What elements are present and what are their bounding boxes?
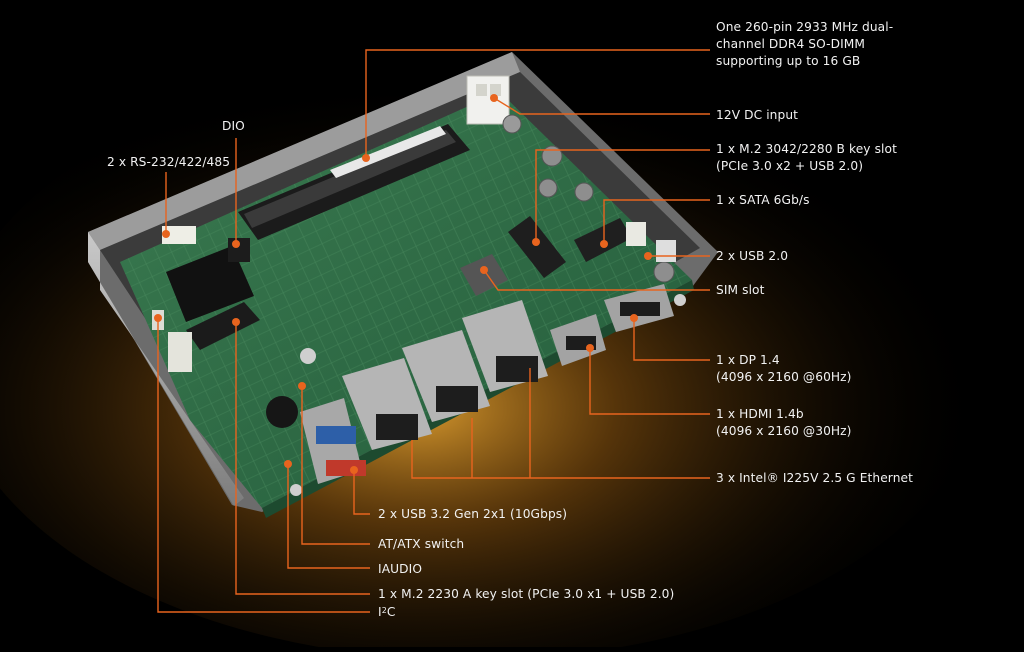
label-rs232: 2 x RS-232/422/485 bbox=[107, 155, 231, 169]
buzzer bbox=[266, 396, 298, 428]
leader-lines bbox=[157, 49, 710, 613]
label-dc-input: 12V DC input bbox=[716, 108, 799, 122]
label-atx-switch: AT/ATX switch bbox=[378, 537, 465, 551]
label-dimm: One 260-pin 2933 MHz dual- channel DDR4 … bbox=[716, 20, 894, 68]
label-i2c: I2C bbox=[378, 605, 396, 619]
dp-port bbox=[604, 284, 674, 332]
label-hdmi: 1 x HDMI 1.4b (4096 x 2160 @30Hz) bbox=[716, 407, 852, 438]
ethernet-ports bbox=[342, 300, 548, 450]
leader-dots bbox=[154, 94, 652, 474]
m2-b-key-slot bbox=[508, 216, 566, 278]
rs232-header bbox=[162, 226, 196, 244]
sodimm-slot bbox=[238, 124, 470, 240]
m2-a-key-slot bbox=[186, 302, 260, 350]
sata-connector bbox=[574, 218, 646, 262]
label-dp: 1 x DP 1.4 (4096 x 2160 @60Hz) bbox=[716, 353, 852, 384]
usb2-header bbox=[656, 240, 676, 262]
standoff bbox=[674, 294, 686, 306]
standoff bbox=[290, 484, 302, 496]
dc-input-connector bbox=[466, 75, 510, 125]
label-sata: 1 x SATA 6Gb/s bbox=[716, 193, 810, 207]
label-usb32: 2 x USB 3.2 Gen 2x1 (10Gbps) bbox=[378, 507, 568, 521]
label-iaudio: IAUDIO bbox=[378, 562, 423, 576]
standoff bbox=[300, 348, 316, 364]
label-sim-slot: SIM slot bbox=[716, 283, 765, 297]
usb32-ports bbox=[300, 398, 366, 484]
soc-chip bbox=[166, 246, 254, 322]
label-m2-a-key: 1 x M.2 2230 A key slot (PCIe 3.0 x1 + U… bbox=[378, 587, 675, 601]
label-ethernet: 3 x Intel® I225V 2.5 G Ethernet bbox=[716, 471, 913, 485]
label-dio: DIO bbox=[222, 119, 245, 133]
sim-slot bbox=[460, 254, 508, 296]
side-header bbox=[168, 332, 192, 372]
label-m2-b-key: 1 x M.2 3042/2280 B key slot (PCIe 3.0 x… bbox=[716, 142, 897, 173]
label-usb2: 2 x USB 2.0 bbox=[716, 249, 789, 263]
